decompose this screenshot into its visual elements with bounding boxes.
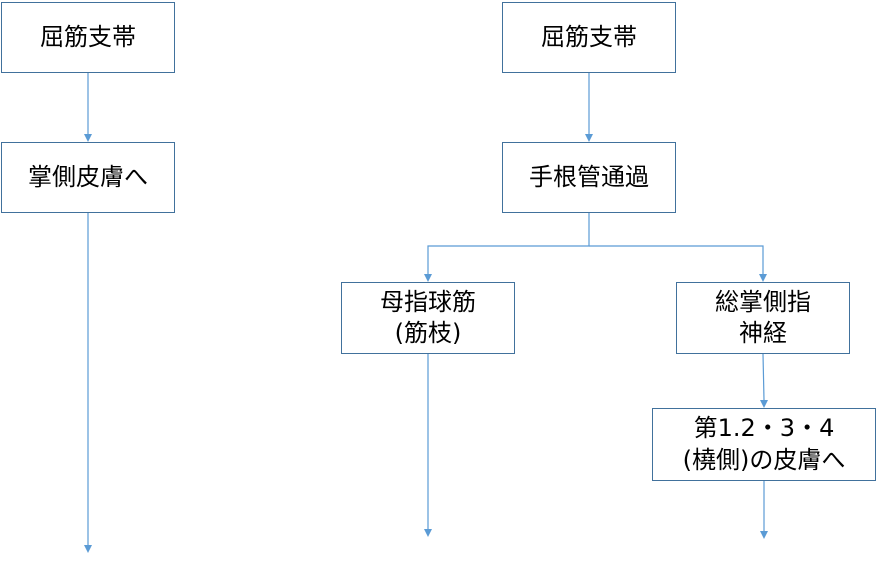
arrowhead-branch-left: [424, 274, 432, 282]
branch-right-box: 総掌側指 神経: [676, 282, 850, 354]
branch-left-box-label: 母指球筋 (筋枝): [380, 287, 476, 347]
branch-right-box-label: 総掌側指 神経: [715, 287, 811, 347]
arrowhead-branch-right: [759, 274, 767, 282]
connector-branch-right-to-bottom: [762, 353, 765, 401]
right-top-box: 屈筋支帯: [502, 2, 676, 73]
branch-left-box: 母指球筋 (筋枝): [341, 282, 515, 354]
right-top-box-label: 屈筋支帯: [541, 22, 637, 51]
left-top-box: 屈筋支帯: [1, 2, 175, 73]
arrowhead-left-bottom: [84, 545, 92, 553]
connector-right-branch-right: [589, 245, 764, 274]
right-middle-box: 手根管通過: [502, 142, 676, 213]
bottom-box-label: 第1.2・3・4 (橈側)の皮膚へ: [682, 414, 846, 474]
arrowhead-left-middle: [84, 134, 92, 142]
connector-right-branch: [427, 213, 590, 274]
left-middle-box-label: 掌側皮膚へ: [28, 162, 148, 191]
arrowhead-bottom-box-down: [760, 531, 768, 539]
left-middle-box: 掌側皮膚へ: [1, 142, 175, 213]
arrowhead-bottom-box: [760, 400, 768, 408]
bottom-box: 第1.2・3・4 (橈側)の皮膚へ: [652, 408, 876, 481]
arrowhead-right-middle: [585, 134, 593, 142]
right-middle-box-label: 手根管通過: [529, 162, 649, 191]
left-top-box-label: 屈筋支帯: [40, 22, 136, 51]
arrowhead-branch-left-down: [424, 529, 432, 537]
